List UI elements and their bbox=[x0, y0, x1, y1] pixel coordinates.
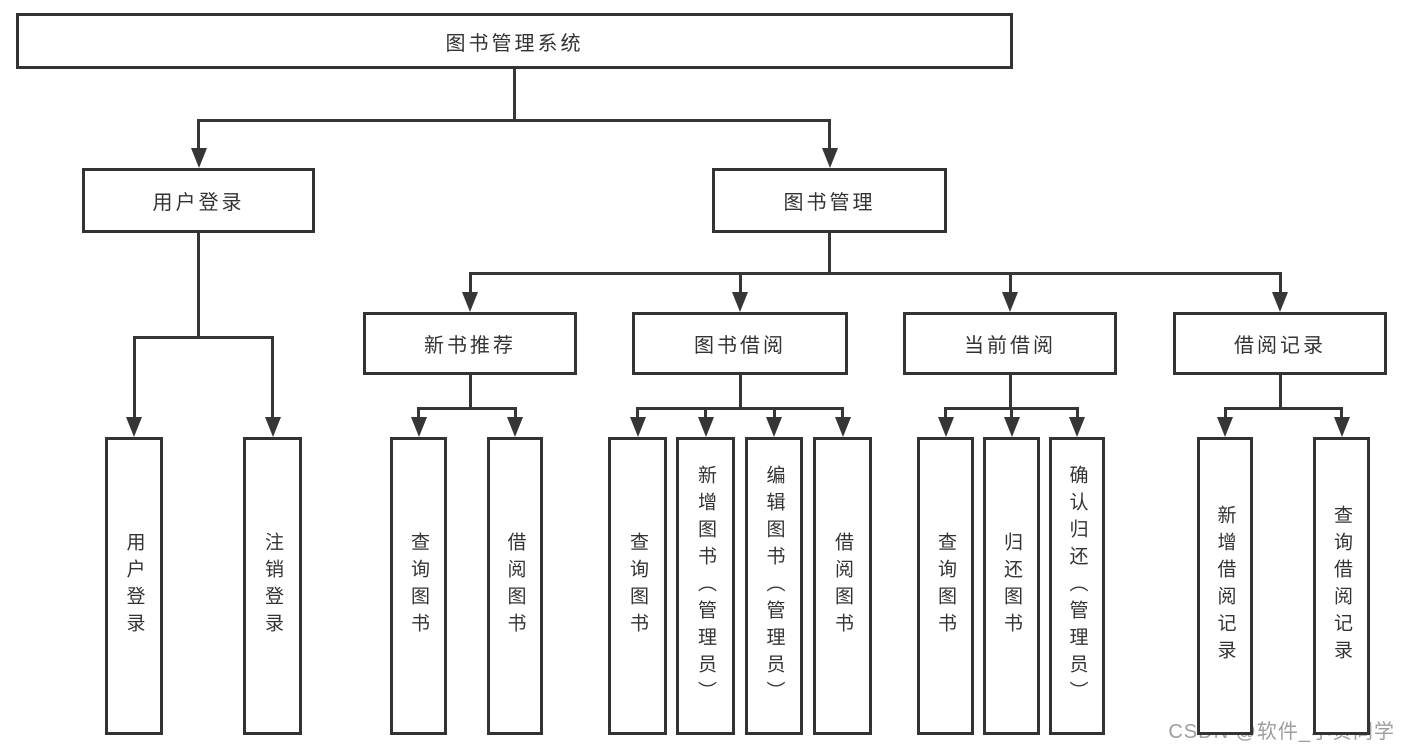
node-label-new-book: 新书推荐 bbox=[424, 335, 516, 357]
arrowhead-down-icon bbox=[410, 417, 427, 437]
node-label-v-user-login: 用户登录 bbox=[123, 532, 145, 640]
arrowhead-down-icon bbox=[766, 417, 782, 437]
connector-line bbox=[417, 406, 517, 410]
connector-line bbox=[1075, 408, 1079, 423]
arrowhead-down-icon bbox=[821, 148, 838, 168]
arrowhead-down-icon bbox=[462, 292, 478, 312]
node-v-edit-book: 编辑图书（管理员） bbox=[745, 437, 803, 735]
arrowhead-down-icon bbox=[1272, 292, 1288, 312]
node-v-query-record: 查询借阅记录 bbox=[1313, 437, 1370, 735]
node-label-root: 图书管理系统 bbox=[445, 32, 584, 55]
arrowhead-down-icon bbox=[1002, 292, 1018, 312]
node-root: 图书管理系统 bbox=[16, 13, 1013, 69]
node-label-v-return-book: 归还图书 bbox=[1001, 532, 1022, 640]
connector-line bbox=[1223, 406, 1343, 410]
node-book-borrow: 图书借阅 bbox=[632, 312, 848, 375]
arrowhead-down-icon bbox=[1217, 417, 1233, 437]
node-label-v-query-book-2: 查询图书 bbox=[627, 532, 648, 640]
arrowhead-down-icon bbox=[1069, 417, 1085, 437]
node-book-mgmt: 图书管理 bbox=[712, 168, 947, 233]
node-label-v-confirm-return: 确认归还（管理员） bbox=[1066, 464, 1088, 708]
connector-line bbox=[132, 335, 274, 339]
connector-line bbox=[1010, 408, 1013, 423]
node-label-v-borrow-book-1: 借阅图书 bbox=[504, 532, 526, 640]
connector-line bbox=[1278, 375, 1282, 408]
connector-line bbox=[772, 408, 776, 423]
connector-line bbox=[828, 120, 831, 154]
node-label-v-query-record: 查询借阅记录 bbox=[1331, 505, 1352, 667]
arrowhead-down-icon bbox=[732, 292, 748, 312]
arrowhead-down-icon bbox=[937, 417, 954, 437]
node-label-v-edit-book: 编辑图书（管理员） bbox=[763, 464, 785, 708]
connector-line bbox=[704, 408, 707, 423]
arrowhead-down-icon bbox=[1003, 417, 1020, 437]
connector-line bbox=[1278, 273, 1282, 298]
connector-line bbox=[468, 375, 472, 408]
node-label-v-add-record: 新增借阅记录 bbox=[1214, 505, 1236, 667]
connector-line bbox=[197, 118, 831, 122]
connector-line bbox=[841, 408, 844, 423]
node-user-login: 用户登录 bbox=[82, 168, 315, 233]
arrowhead-down-icon bbox=[190, 148, 207, 168]
node-v-add-book: 新增图书（管理员） bbox=[676, 437, 735, 735]
arrowhead-down-icon bbox=[1333, 417, 1350, 437]
node-v-borrow-book-2: 借阅图书 bbox=[813, 437, 872, 735]
connector-line bbox=[636, 408, 639, 423]
node-label-book-borrow: 图书借阅 bbox=[694, 335, 786, 357]
connector-line bbox=[271, 337, 274, 423]
connector-line bbox=[197, 120, 200, 154]
connector-line bbox=[468, 273, 472, 298]
node-v-query-book-1: 查询图书 bbox=[390, 437, 447, 735]
connector-line bbox=[828, 233, 831, 273]
connector-line bbox=[468, 271, 1282, 275]
node-current-borrow: 当前借阅 bbox=[903, 312, 1117, 375]
node-label-user-login: 用户登录 bbox=[152, 192, 245, 214]
node-label-current-borrow: 当前借阅 bbox=[964, 335, 1056, 357]
node-label-v-logout: 注销登录 bbox=[262, 532, 283, 640]
connector-line bbox=[417, 408, 420, 423]
connector-line bbox=[132, 337, 136, 423]
node-v-logout: 注销登录 bbox=[243, 437, 302, 735]
node-v-query-book-2: 查询图书 bbox=[608, 437, 667, 735]
node-borrow-record: 借阅记录 bbox=[1173, 312, 1387, 375]
connector-line bbox=[738, 375, 742, 408]
arrowhead-down-icon bbox=[697, 417, 714, 437]
node-label-borrow-record: 借阅记录 bbox=[1234, 335, 1326, 357]
node-label-v-query-book-3: 查询图书 bbox=[935, 532, 956, 640]
connector-line bbox=[513, 69, 516, 120]
node-label-v-query-book-1: 查询图书 bbox=[408, 532, 429, 640]
node-v-add-record: 新增借阅记录 bbox=[1197, 437, 1253, 735]
node-v-borrow-book-1: 借阅图书 bbox=[487, 437, 543, 735]
connector-line bbox=[738, 273, 742, 298]
connector-line bbox=[197, 233, 200, 337]
node-label-book-mgmt: 图书管理 bbox=[783, 192, 876, 214]
node-v-confirm-return: 确认归还（管理员） bbox=[1049, 437, 1105, 735]
node-v-user-login: 用户登录 bbox=[105, 437, 163, 735]
node-label-v-borrow-book-2: 借阅图书 bbox=[832, 532, 853, 640]
connector-line bbox=[1223, 408, 1227, 423]
connector-line bbox=[513, 408, 517, 423]
node-new-book: 新书推荐 bbox=[363, 312, 577, 375]
node-label-v-add-book: 新增图书（管理员） bbox=[695, 464, 716, 708]
arrowhead-down-icon bbox=[507, 417, 523, 437]
node-v-return-book: 归还图书 bbox=[983, 437, 1040, 735]
arrowhead-down-icon bbox=[126, 417, 142, 437]
connector-line bbox=[1008, 375, 1012, 408]
arrowhead-down-icon bbox=[629, 417, 646, 437]
connector-line bbox=[1008, 273, 1012, 298]
connector-line bbox=[1340, 408, 1343, 423]
arrowhead-down-icon bbox=[264, 417, 281, 437]
connector-line bbox=[944, 408, 947, 423]
node-v-query-book-3: 查询图书 bbox=[917, 437, 974, 735]
arrowhead-down-icon bbox=[834, 417, 851, 437]
connector-line bbox=[636, 406, 844, 410]
